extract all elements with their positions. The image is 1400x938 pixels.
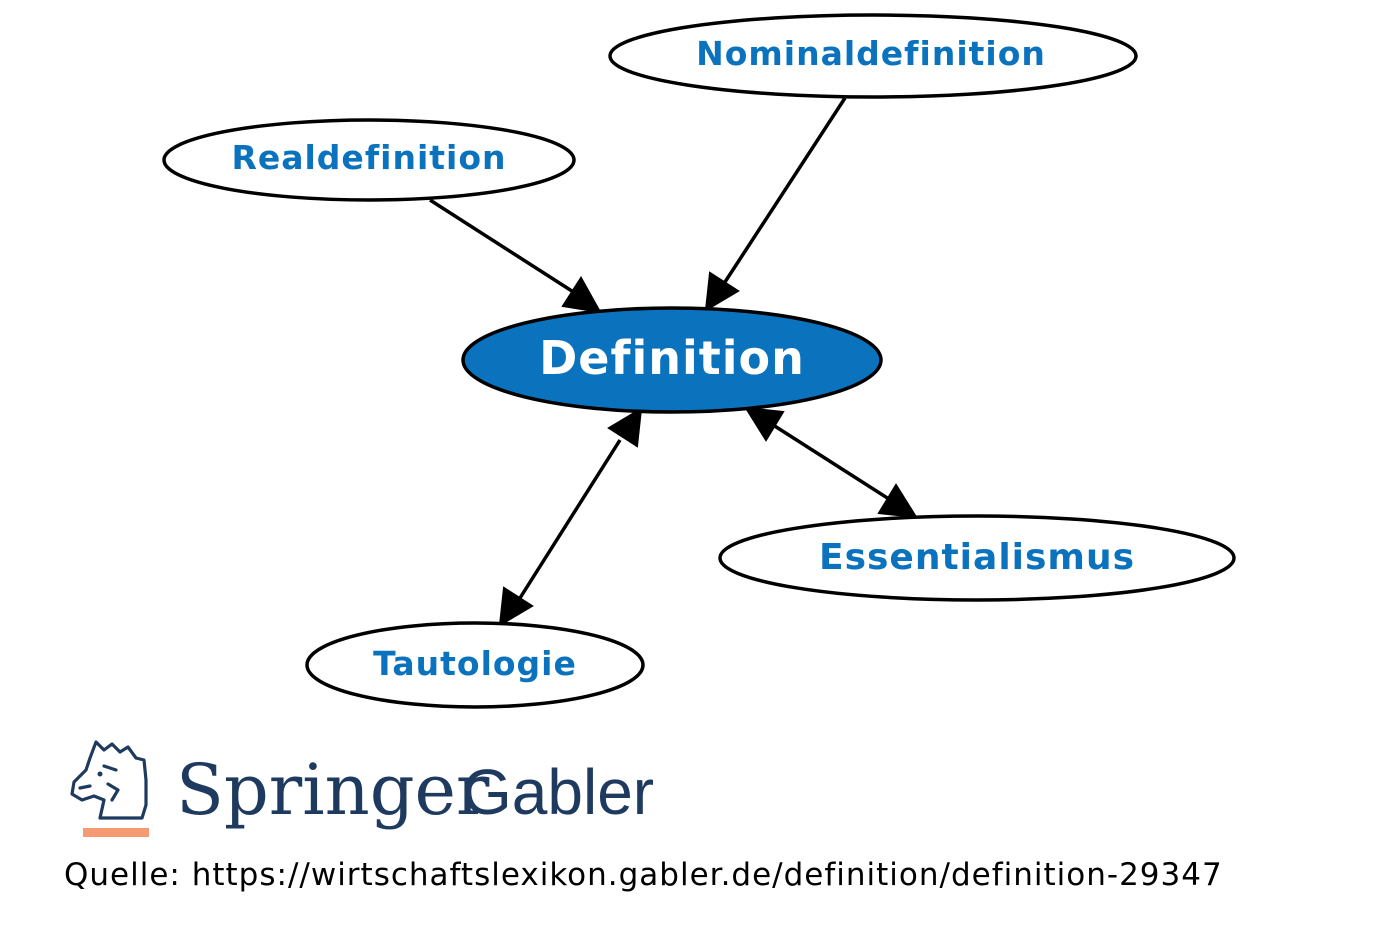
arrowhead-into-definition-from-tautologie [607, 407, 643, 448]
arrowhead-into-essentialismus [877, 483, 918, 519]
node-nominaldefinition[interactable]: Nominaldefinition [608, 13, 1138, 99]
edge-nominaldefinition-to-definition [723, 97, 847, 283]
node-nominaldefinition-label: Nominaldefinition [696, 34, 1046, 73]
node-definition-label: Definition [539, 331, 805, 385]
arrowheads [498, 271, 918, 627]
arrowhead-into-tautologie [498, 586, 534, 627]
edge-definition-tautologie [518, 439, 622, 599]
arrowhead-into-definition-from-essentialismus [744, 406, 785, 442]
logo-accent-bar [83, 828, 149, 837]
node-realdefinition-label: Realdefinition [231, 138, 506, 177]
source-citation: Quelle: https://wirtschaftslexikon.gable… [64, 857, 1223, 893]
logo-word-springer: Springer [176, 749, 490, 831]
node-tautologie[interactable]: Tautologie [305, 621, 645, 709]
node-tautologie-label: Tautologie [373, 644, 577, 683]
springer-gabler-logo: Springer Gabler [70, 740, 654, 837]
node-realdefinition[interactable]: Realdefinition [162, 118, 576, 202]
edges [429, 97, 893, 599]
node-essentialismus-label: Essentialismus [819, 537, 1135, 578]
node-definition[interactable]: Definition [461, 306, 883, 414]
arrowhead-into-definition-from-realdefinition [561, 276, 602, 314]
edge-definition-essentialismus [769, 421, 893, 503]
logo-word-gabler: Gabler [462, 756, 654, 828]
edge-realdefinition-to-definition [429, 198, 576, 295]
node-essentialismus[interactable]: Essentialismus [718, 514, 1236, 602]
knight-horse-icon [70, 740, 148, 820]
arrowhead-into-definition-from-nominaldefinition [704, 271, 740, 312]
